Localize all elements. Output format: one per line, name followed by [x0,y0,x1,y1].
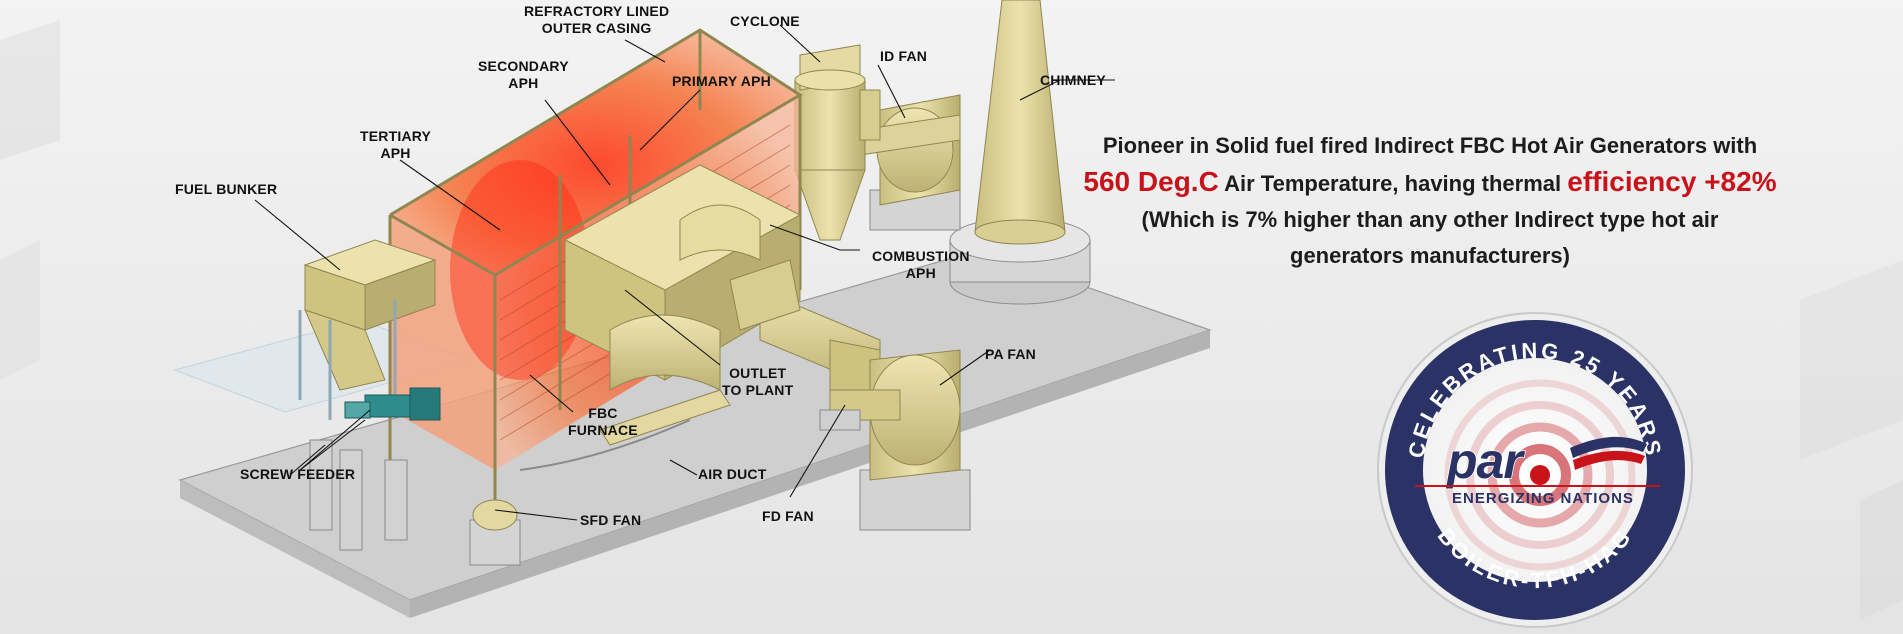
combustion-aph [563,164,802,391]
background-pattern [0,20,1903,620]
fuel-bunker [298,239,437,420]
target-rings [1444,379,1636,571]
label-tertiary-aph: TERTIARY APH [360,128,432,161]
support-pillars [309,439,408,551]
screw-feeder [344,387,441,421]
temperature-value: 560 Deg.C [1083,166,1219,197]
headline-line3: (Which is 7% higher than any other Indir… [1141,207,1719,232]
label-screw-feeder: SCREW FEEDER [240,466,356,482]
chimney [949,0,1091,305]
efficiency-value: efficiency +82% [1567,166,1777,197]
label-refractory: REFRACTORY LINED OUTER CASING [524,3,670,36]
label-primary-aph: PRIMARY APH [672,73,771,89]
headline: Pioneer in Solid fuel fired Indirect FBC… [1040,128,1820,274]
target-center [1530,465,1550,485]
label-air-duct: AIR DUCT [698,466,767,482]
label-cyclone: CYCLONE [730,13,800,29]
label-fd-fan: FD FAN [762,508,814,524]
label-secondary-aph: SECONDARY APH [478,58,569,91]
brand-name: par [1445,433,1525,489]
par-logo: par ENERGIZING NATIONS [1415,432,1660,507]
label-id-fan: ID FAN [880,48,928,64]
anniversary-badge: CELEBRATING 25 YEARS BOILER-TFH-HAG par … [1377,312,1693,628]
headline-line4: generators manufacturers) [1290,243,1570,268]
label-outlet-to-plant: OUTLET TO PLANT [722,365,794,398]
label-pa-fan: PA FAN [985,346,1036,362]
headline-line2: 560 Deg.C Air Temperature, having therma… [1083,166,1777,197]
cyclone [794,44,881,241]
headline-line1: Pioneer in Solid fuel fired Indirect FBC… [1102,133,1758,158]
label-combustion-aph: COMBUSTION APH [872,248,970,281]
label-sfd-fan: SFD FAN [580,512,642,528]
callout-lines [254,24,1115,521]
sfd-fan [469,499,521,566]
label-fuel-bunker: FUEL BUNKER [175,181,278,197]
id-fan [859,94,961,231]
label-chimney: CHIMNEY [1040,72,1106,88]
brand-tagline: ENERGIZING NATIONS [1452,490,1634,507]
pa-fan [859,349,971,531]
label-fbc-furnace: FBC FURNACE [568,405,638,438]
fd-fan [819,389,901,431]
air-duct-lower [519,389,731,471]
air-ducts [729,259,881,401]
